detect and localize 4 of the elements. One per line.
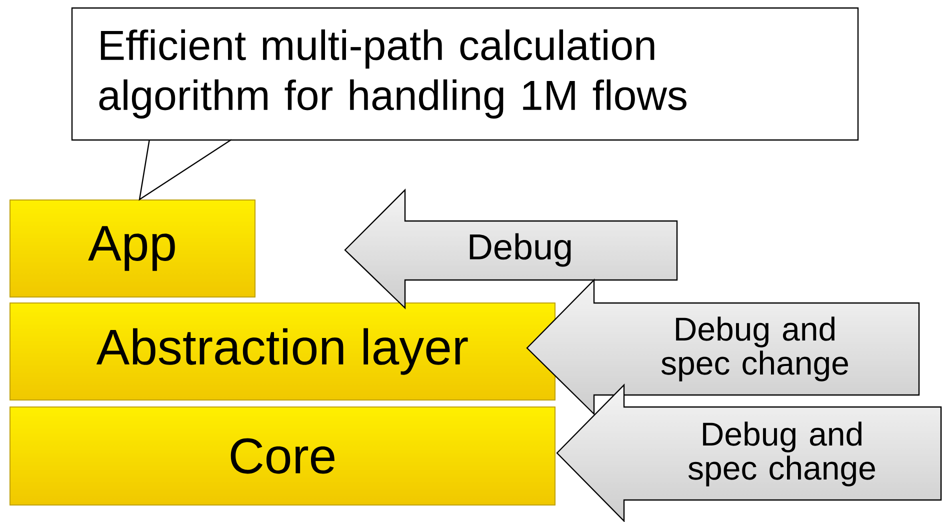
layer-box: App <box>10 200 256 298</box>
layer-box: Abstraction layer <box>10 302 556 400</box>
callout-box: Efficient multi-path calculation algorithm for handling 1M flows <box>71 7 859 141</box>
layer-box: Core <box>10 406 556 506</box>
